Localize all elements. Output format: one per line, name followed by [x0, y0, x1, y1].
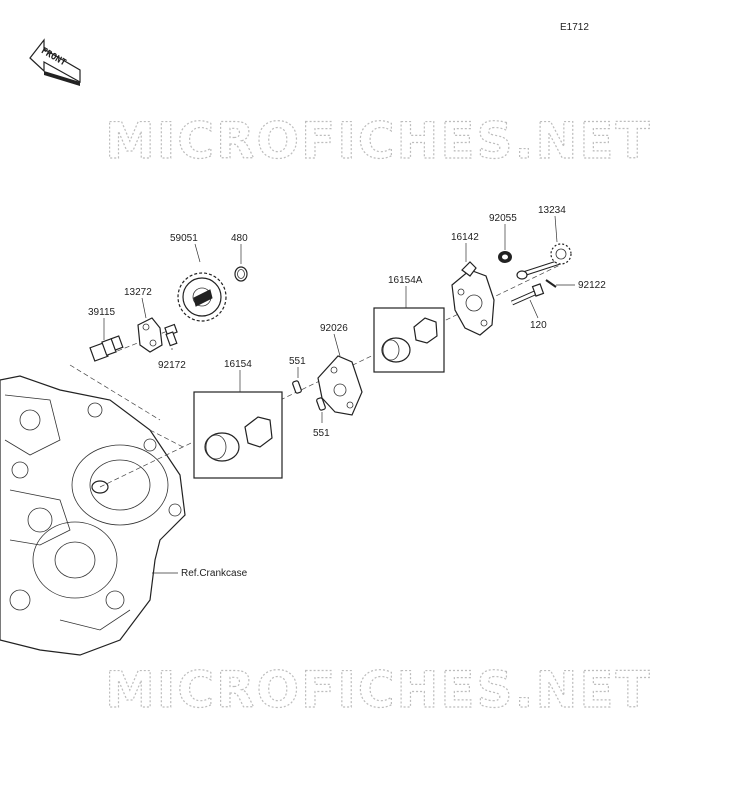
diagram-code: E1712 — [560, 22, 589, 33]
label-13234: 13234 — [538, 205, 566, 216]
label-16154: 16154 — [224, 359, 252, 370]
part-92026-drawing — [317, 355, 363, 416]
label-92055: 92055 — [489, 213, 517, 224]
label-120: 120 — [530, 320, 547, 331]
watermark-top: MICROFICHES.NET — [105, 112, 652, 170]
front-arrow-icon: FRONT — [29, 38, 81, 86]
part-92122-drawing — [545, 279, 557, 288]
part-59051-gear-drawing — [177, 272, 227, 322]
label-92026: 92026 — [320, 323, 348, 334]
part-551-pins-drawing — [292, 380, 326, 411]
label-59051: 59051 — [170, 233, 198, 244]
part-16154A-drawing — [373, 307, 445, 373]
label-16142: 16142 — [451, 232, 479, 243]
label-92172: 92172 — [158, 360, 186, 371]
label-39115: 39115 — [88, 307, 116, 318]
part-13272-drawing — [137, 317, 163, 353]
part-92055-drawing — [498, 251, 512, 263]
label-ref-crankcase: Ref.Crankcase — [181, 568, 248, 579]
label-480: 480 — [231, 233, 248, 244]
part-16154-drawing — [193, 391, 283, 479]
label-16154A: 16154A — [388, 275, 423, 286]
label-13272: 13272 — [124, 287, 152, 298]
label-551-bottom: 551 — [313, 428, 330, 439]
part-480-drawing — [234, 266, 248, 282]
part-39115-drawing — [89, 335, 124, 362]
label-92122: 92122 — [578, 280, 606, 291]
crankcase-drawing — [0, 375, 186, 656]
part-120-drawing — [510, 283, 545, 306]
watermark-bottom: MICROFICHES.NET — [105, 661, 652, 719]
part-92172-drawing — [164, 323, 178, 347]
label-551-top: 551 — [289, 356, 306, 367]
part-13234-drawing — [516, 243, 572, 280]
part-16142-drawing — [451, 261, 495, 336]
